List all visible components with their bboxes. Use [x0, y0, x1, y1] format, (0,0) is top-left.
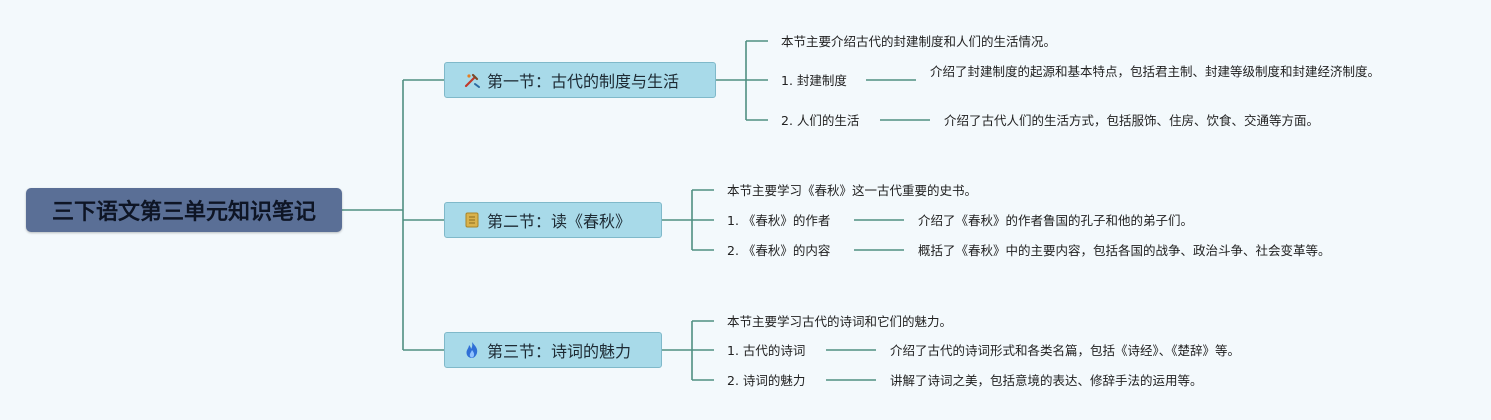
tools-icon [463, 71, 481, 89]
section-1-title: 第一节：古代的制度与生活 [487, 72, 680, 91]
book-icon [463, 211, 481, 229]
section-2-item-2-desc: 概括了《春秋》中的主要内容，包括各国的战争、政治斗争、社会变革等。 [918, 243, 1331, 258]
section-3-item-2-desc: 讲解了诗词之美，包括意境的表达、修辞手法的运用等。 [890, 373, 1203, 388]
section-1-node[interactable]: 第一节：古代的制度与生活 [444, 62, 716, 98]
section-2-item-1-label: 1. 《春秋》的作者 [727, 213, 831, 228]
section-1-item-2-desc: 介绍了古代人们的生活方式，包括服饰、住房、饮食、交通等方面。 [944, 113, 1320, 128]
section-1-intro: 本节主要介绍古代的封建制度和人们的生活情况。 [781, 34, 1057, 49]
section-2-item-1-desc: 介绍了《春秋》的作者鲁国的孔子和他的弟子们。 [918, 213, 1194, 228]
section-3-intro: 本节主要学习古代的诗词和它们的魅力。 [727, 314, 953, 329]
section-2-intro: 本节主要学习《春秋》这一古代重要的史书。 [727, 183, 978, 198]
section-1-item-1-label: 1. 封建制度 [781, 73, 847, 88]
root-title: 三下语文第三单元知识笔记 [51, 200, 316, 225]
section-2-title: 第二节：读《春秋》 [487, 212, 632, 231]
section-3-title: 第三节：诗词的魅力 [487, 342, 632, 361]
section-2-node[interactable]: 第二节：读《春秋》 [444, 202, 662, 238]
section-2-item-2-label: 2. 《春秋》的内容 [727, 243, 831, 258]
section-3-node[interactable]: 第三节：诗词的魅力 [444, 332, 662, 368]
section-3-item-1-label: 1. 古代的诗词 [727, 343, 806, 358]
fire-icon [463, 341, 481, 359]
section-3-item-2-label: 2. 诗词的魅力 [727, 373, 806, 388]
section-1-item-1-desc: 介绍了封建制度的起源和基本特点，包括君主制、封建等级制度和封建经济制度。 [930, 64, 1381, 79]
root-node[interactable]: 三下语文第三单元知识笔记 [26, 188, 342, 232]
section-1-item-2-label: 2. 人们的生活 [781, 113, 860, 128]
section-3-item-1-desc: 介绍了古代的诗词形式和各类名篇，包括《诗经》、《楚辞》等。 [890, 343, 1241, 358]
